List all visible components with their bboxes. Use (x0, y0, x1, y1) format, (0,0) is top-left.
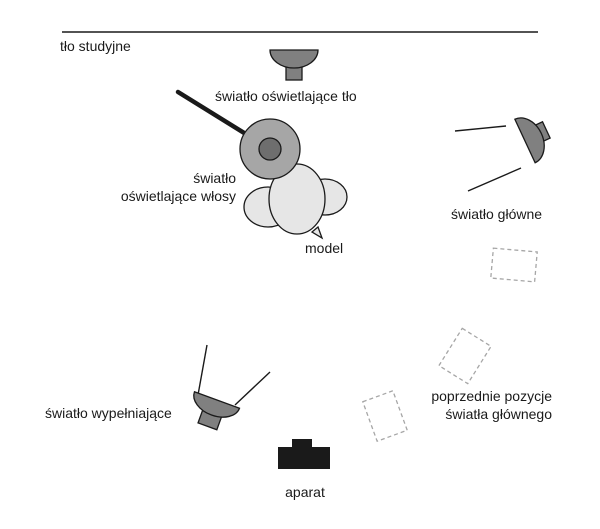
label-previous-positions-line1: poprzednie pozycje (431, 388, 552, 404)
label-hair-light-line2: oświetlające włosy (120, 188, 236, 204)
camera-icon (278, 439, 330, 469)
hair-light-icon (239, 118, 301, 180)
label-model: model (305, 240, 344, 256)
background-light-icon (269, 49, 319, 81)
label-background-light: światło oświetlające tło (215, 88, 357, 104)
label-background: tło studyjne (60, 38, 131, 54)
key-light-icon (454, 117, 551, 192)
label-key-light: światło główne (451, 206, 543, 222)
model-shape (243, 163, 348, 240)
label-fill-light: światło wypełniające (45, 405, 172, 421)
fill-light-icon (193, 344, 271, 431)
label-previous-positions-line2: światła głównego (445, 406, 552, 422)
ghost-position-1 (490, 247, 538, 283)
ghost-position-2 (438, 327, 492, 385)
label-camera: aparat (285, 484, 325, 500)
label-hair-light-line1: światło (193, 170, 236, 186)
ghost-position-3 (361, 389, 409, 443)
